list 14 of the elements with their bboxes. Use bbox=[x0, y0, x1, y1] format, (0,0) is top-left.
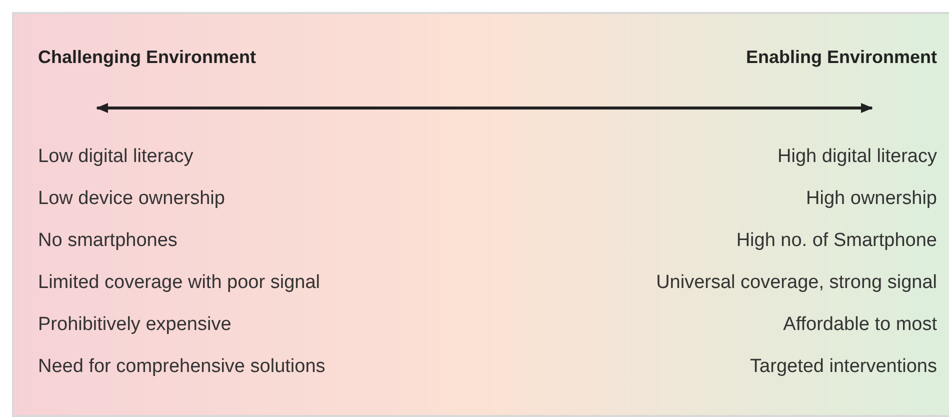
list-item: Low digital literacy bbox=[38, 145, 194, 169]
list-item: High ownership bbox=[806, 187, 937, 211]
heading: Enabling Environment bbox=[746, 46, 937, 69]
list-item: No smartphones bbox=[38, 229, 178, 253]
list-item: Need for comprehensive solutions bbox=[38, 355, 326, 379]
list-item: High digital literacy bbox=[778, 145, 937, 169]
list-item: Affordable to most bbox=[783, 313, 937, 337]
list-item: High no. of Smartphone bbox=[736, 229, 937, 253]
heading: Challenging Environment bbox=[38, 46, 256, 69]
list-item: Prohibitively expensive bbox=[38, 313, 232, 337]
list-item: Low device ownership bbox=[38, 187, 225, 211]
list-item: Limited coverage with poor signal bbox=[38, 271, 320, 295]
list-item: Universal coverage, strong signal bbox=[656, 271, 937, 295]
list-item: Targeted interventions bbox=[750, 355, 937, 379]
